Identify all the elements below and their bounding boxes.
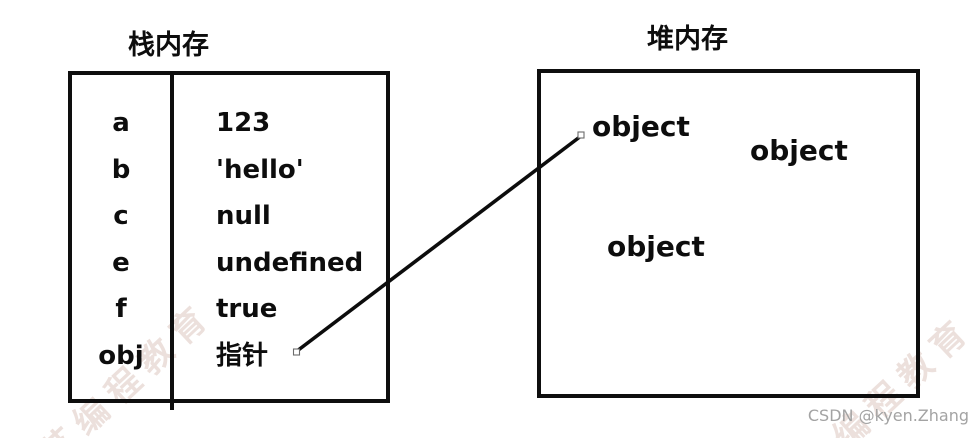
stack-variable-column: a b c e f obj: [90, 100, 152, 379]
heap-object-label: object: [750, 134, 848, 167]
heap-object-label: object: [607, 230, 705, 263]
variable-name: obj: [98, 340, 144, 371]
variable-name: f: [115, 294, 127, 324]
variable-value: 'hello': [216, 154, 304, 185]
variable-name: a: [112, 108, 130, 138]
variable-value: undefined: [216, 247, 364, 278]
variable-value: 123: [216, 108, 271, 138]
variable-name: b: [111, 154, 131, 185]
variable-name: e: [112, 247, 130, 278]
variable-value: true: [216, 294, 278, 324]
heap-memory-title: 堆内存: [647, 24, 728, 55]
csdn-author-watermark: CSDN @kyen.Zhang: [807, 406, 969, 425]
heap-object-label: object: [592, 110, 690, 143]
stack-memory-title: 栈内存: [128, 30, 209, 61]
variable-value: null: [216, 201, 271, 231]
variable-value: 指针: [216, 340, 269, 371]
stack-column-divider: [170, 71, 174, 410]
variable-name: c: [113, 201, 129, 231]
stack-value-column: 123 'hello' null undefined true 指针: [216, 100, 363, 379]
